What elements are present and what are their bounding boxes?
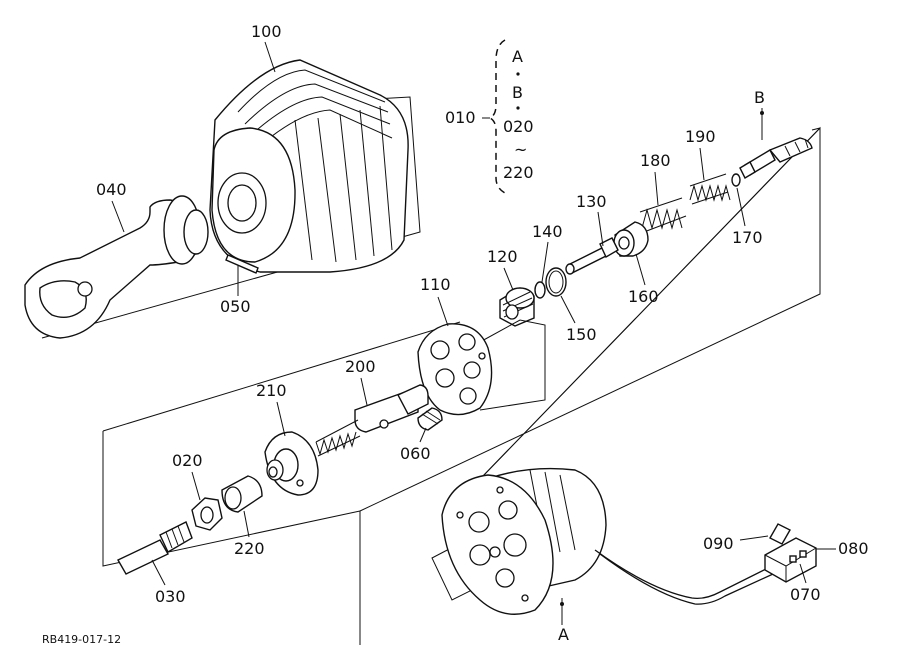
part-170-ring: 170 bbox=[731, 173, 763, 247]
label-190: 190 bbox=[685, 127, 716, 146]
part-lower-body: A bbox=[431, 467, 607, 644]
group-item-b: B bbox=[512, 83, 523, 102]
group-item-end: 220 bbox=[503, 163, 534, 182]
label-170: 170 bbox=[732, 228, 763, 247]
marker-b: B bbox=[754, 88, 765, 107]
part-220-sleeve: 220 bbox=[221, 475, 265, 558]
part-190-spring: 190 bbox=[685, 127, 731, 205]
part-140-ring: 140 bbox=[532, 222, 563, 299]
label-100: 100 bbox=[251, 22, 282, 41]
label-150: 150 bbox=[566, 325, 597, 344]
marker-a: A bbox=[558, 625, 569, 644]
part-160-seat: 160 bbox=[613, 221, 659, 306]
group-item-start: 020 bbox=[503, 117, 534, 136]
part-150-oring: 150 bbox=[545, 267, 597, 344]
label-140: 140 bbox=[532, 222, 563, 241]
label-180: 180 bbox=[640, 151, 671, 170]
part-070-terminal: 070 bbox=[790, 563, 821, 604]
label-040: 040 bbox=[96, 180, 127, 199]
part-040-grip: 040 bbox=[24, 180, 209, 339]
part-210-disc: 210 bbox=[256, 381, 319, 496]
label-110: 110 bbox=[420, 275, 451, 294]
label-220: 220 bbox=[234, 539, 265, 558]
part-060-spring: 060 bbox=[400, 407, 443, 463]
part-b-stud: B bbox=[739, 88, 813, 179]
label-160: 160 bbox=[628, 287, 659, 306]
part-050-pin: 050 bbox=[220, 254, 259, 316]
label-070: 070 bbox=[790, 585, 821, 604]
part-020-nut: 020 bbox=[172, 451, 223, 531]
label-050: 050 bbox=[220, 297, 251, 316]
part-110-plate: 110 bbox=[417, 275, 546, 416]
label-200: 200 bbox=[345, 357, 376, 376]
label-020: 020 bbox=[172, 451, 203, 470]
part-harness bbox=[594, 549, 774, 605]
part-130-pusher: 130 bbox=[565, 192, 619, 275]
part-090-latch: 090 bbox=[703, 523, 791, 553]
group-item-tilde: ~ bbox=[514, 140, 527, 159]
label-210: 210 bbox=[256, 381, 287, 400]
label-030: 030 bbox=[155, 587, 186, 606]
label-060: 060 bbox=[400, 444, 431, 463]
part-200-shaft: 200 bbox=[315, 357, 429, 457]
drawing-code: RB419-017-12 bbox=[42, 633, 121, 646]
part-100-housing: 100 bbox=[209, 22, 409, 273]
part-180-spring: 180 bbox=[639, 151, 687, 233]
part-080-connector: 080 bbox=[764, 537, 869, 583]
part-030-shaft: 030 bbox=[117, 521, 193, 606]
group-010-bracket: 010 A B 020 ~ 220 bbox=[445, 39, 534, 194]
group-item-a: A bbox=[512, 47, 523, 66]
label-130: 130 bbox=[576, 192, 607, 211]
label-090: 090 bbox=[703, 534, 734, 553]
label-080: 080 bbox=[838, 539, 869, 558]
group-label: 010 bbox=[445, 108, 476, 127]
part-120-guide: 120 bbox=[487, 247, 535, 327]
label-120: 120 bbox=[487, 247, 518, 266]
